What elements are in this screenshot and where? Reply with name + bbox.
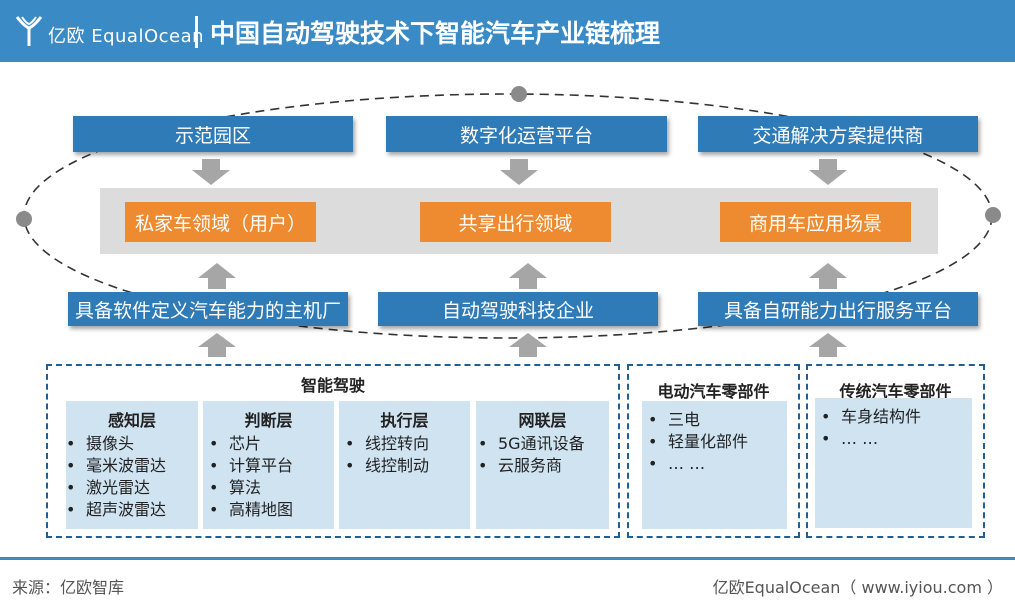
equalocean-logo-icon	[15, 16, 43, 46]
down-arrow-icon	[500, 159, 538, 185]
list-item: 5G通讯设备	[472, 433, 609, 455]
top-box-traffic-solutions: 交通解决方案提供商	[698, 116, 978, 152]
column-title: 判断层	[244, 411, 293, 430]
decision-layer-column: 判断层 芯片 计算平台 算法 高精地图	[203, 401, 334, 529]
header-divider	[195, 16, 198, 48]
top-box-digital-platform: 数字化运营平台	[386, 116, 667, 152]
traditional-parts-column: 车身结构件 … …	[815, 398, 972, 528]
network-layer-column: 网联层 5G通讯设备 云服务商	[476, 401, 609, 529]
orange-box-private-car: 私家车领域（用户）	[125, 202, 316, 242]
up-arrow-icon	[198, 263, 236, 289]
ev-parts-column: 三电 轻量化部件 … …	[642, 401, 787, 529]
bottom-box-autonomous-tech: 自动驾驶科技企业	[378, 292, 658, 326]
column-title: 感知层	[107, 411, 156, 430]
down-arrow-icon	[809, 159, 847, 185]
page-title: 中国自动驾驶技术下智能汽车产业链梳理	[210, 19, 661, 48]
up-arrow-icon	[809, 263, 847, 289]
smart-driving-title: 智能驾驶	[300, 376, 365, 395]
execution-layer-column: 执行层 线控转向 线控制动	[339, 401, 470, 529]
list-item: 车身结构件	[815, 406, 972, 428]
list-item: 激光雷达	[60, 477, 198, 499]
smart-driving-panel: 智能驾驶	[46, 364, 620, 538]
list-item: 超声波雷达	[60, 499, 198, 521]
footer-source: 来源：亿欧智库	[12, 578, 125, 597]
up-arrow-icon	[509, 263, 547, 289]
list-item: 算法	[203, 477, 334, 499]
up-arrow-icon	[198, 333, 236, 357]
bottom-box-oem: 具备软件定义汽车能力的主机厂	[68, 292, 348, 326]
list-item: 芯片	[203, 433, 334, 455]
header-bar: 亿欧 EqualOcean 中国自动驾驶技术下智能汽车产业链梳理	[0, 0, 1015, 62]
list-item: 云服务商	[472, 455, 609, 477]
orange-box-shared-mobility: 共享出行领域	[420, 202, 611, 242]
ev-parts-title: 电动汽车零部件	[657, 382, 770, 401]
ellipse-node-right	[985, 207, 1001, 223]
list-item: … …	[642, 453, 787, 475]
up-arrow-icon	[809, 333, 847, 357]
ellipse-node-left	[16, 211, 32, 227]
ellipse-node-top	[511, 86, 527, 102]
ev-parts-panel: 电动汽车零部件	[627, 364, 800, 538]
list-item: … …	[815, 428, 972, 450]
top-box-demo-park: 示范园区	[73, 116, 353, 152]
orange-box-commercial: 商用车应用场景	[720, 202, 911, 242]
traditional-parts-panel: 传统汽车零部件	[806, 364, 985, 538]
down-arrow-icon	[192, 159, 230, 185]
list-item: 高精地图	[203, 499, 334, 521]
logo-text: 亿欧 EqualOcean	[48, 26, 205, 47]
perception-layer-column: 感知层 摄像头 毫米波雷达 激光雷达 超声波雷达	[66, 401, 198, 529]
list-item: 摄像头	[60, 433, 198, 455]
footer-divider	[0, 557, 1015, 560]
up-arrow-icon	[509, 333, 547, 357]
traditional-parts-title: 传统汽车零部件	[839, 382, 952, 401]
column-title: 网联层	[518, 411, 567, 430]
list-item: 线控转向	[339, 433, 470, 455]
column-title: 执行层	[380, 411, 429, 430]
list-item: 毫米波雷达	[60, 455, 198, 477]
list-item: 计算平台	[203, 455, 334, 477]
ecosystem-ellipse	[16, 86, 1001, 339]
list-item: 线控制动	[339, 455, 470, 477]
footer-brand: 亿欧EqualOcean（ www.iyiou.com ）	[712, 578, 1003, 597]
list-item: 三电	[642, 409, 787, 431]
list-item: 轻量化部件	[642, 431, 787, 453]
bottom-box-mobility-platform: 具备自研能力出行服务平台	[698, 292, 978, 326]
